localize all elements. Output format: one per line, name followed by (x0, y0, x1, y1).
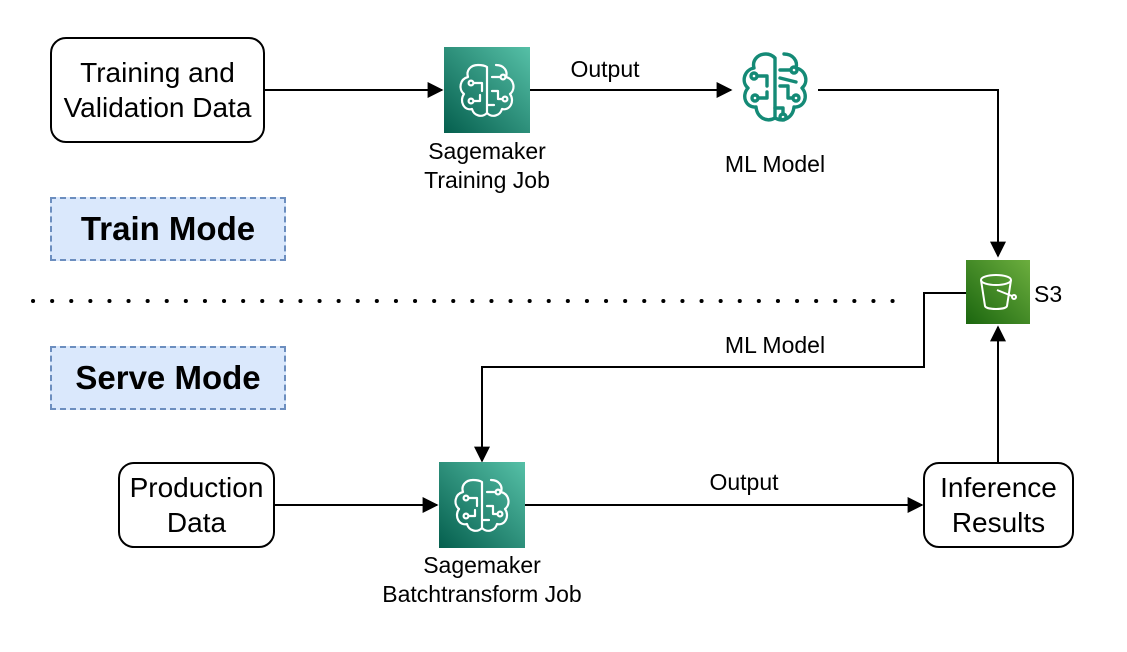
s3-label: S3 (1034, 281, 1063, 307)
sagemaker-training-job-icon (444, 47, 530, 133)
edge-s3-to-batch-job (474, 292, 966, 463)
batch-job-label: Sagemaker Batchtransform Job (382, 552, 582, 607)
training-data-node: Training and Validation Data (50, 37, 265, 143)
train-output-label: Output (570, 56, 640, 82)
ml-model-icon (733, 48, 817, 132)
batch-output-label: Output (709, 469, 779, 495)
train-mode-badge: Train Mode (50, 197, 286, 261)
production-data-node: Production Data (118, 462, 275, 548)
ml-model-label: ML Model (724, 151, 826, 177)
sagemaker-batchtransform-job-icon (439, 462, 525, 548)
training-job-label: Sagemaker Training Job (424, 138, 550, 193)
model-to-batch-label: ML Model (724, 332, 826, 358)
serve-mode-badge: Serve Mode (50, 346, 286, 410)
inference-results-node: Inference Results (923, 462, 1074, 548)
edge-model-to-s3 (818, 89, 1006, 258)
s3-bucket-icon (966, 260, 1030, 324)
